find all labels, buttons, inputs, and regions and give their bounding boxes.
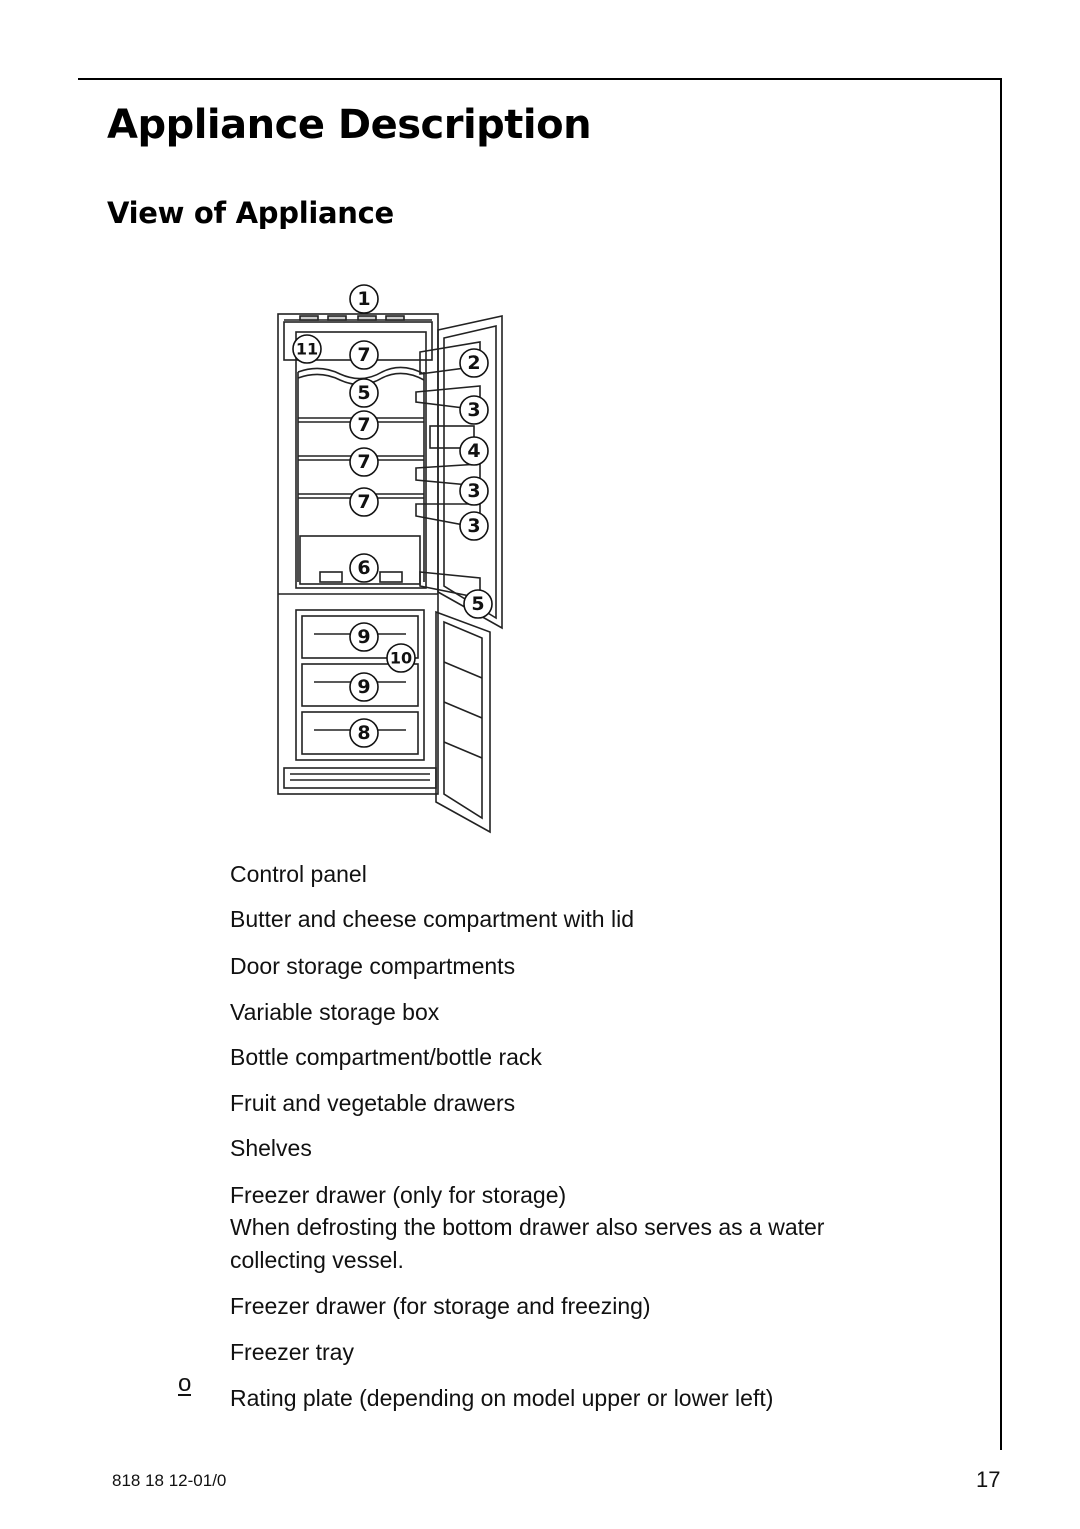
legend-item-note: collecting vessel. bbox=[230, 1247, 404, 1273]
legend-item: Variable storage box bbox=[230, 999, 440, 1025]
callout-3: 3 bbox=[467, 399, 480, 421]
legend-item: Bottle compartment/bottle rack bbox=[230, 1044, 542, 1070]
legend-item: Shelves bbox=[230, 1135, 312, 1161]
legend-item: Control panel bbox=[230, 861, 367, 887]
fridge-freezer-illustration: 1 11 7 2 5 3 7 4 7 3 7 3 6 5 9 10 9 8 bbox=[277, 284, 503, 834]
legend-item: Door storage compartments bbox=[230, 953, 516, 979]
callout-9: 9 bbox=[357, 626, 370, 648]
legend-item: Butter and cheese compartment with lid bbox=[230, 906, 634, 932]
legend-item: Rating plate (depending on model upper o… bbox=[230, 1385, 774, 1411]
page-title: Appliance Description bbox=[107, 102, 592, 148]
top-rule bbox=[78, 78, 1002, 80]
rating-plate-marker: o bbox=[178, 1370, 192, 1397]
callout-1: 1 bbox=[357, 288, 370, 310]
legend-item: Freezer drawer (only for storage) bbox=[230, 1182, 567, 1208]
section-title: View of Appliance bbox=[107, 196, 394, 230]
appliance-diagram: 1 11 7 2 5 3 7 4 7 3 7 3 6 5 9 10 9 8 bbox=[270, 282, 510, 838]
callout-11: 11 bbox=[296, 340, 318, 359]
callout-8: 8 bbox=[357, 722, 370, 744]
callout-3: 3 bbox=[467, 480, 480, 502]
callout-10: 10 bbox=[390, 649, 412, 668]
right-margin-rule bbox=[1000, 78, 1002, 1450]
callout-7: 7 bbox=[357, 344, 370, 366]
callout-2: 2 bbox=[467, 352, 480, 374]
callout-3: 3 bbox=[467, 515, 480, 537]
callout-7: 7 bbox=[357, 451, 370, 473]
callout-7: 7 bbox=[357, 491, 370, 513]
callout-6: 6 bbox=[357, 557, 370, 579]
callout-5: 5 bbox=[471, 593, 484, 615]
page-number: 17 bbox=[976, 1467, 1001, 1492]
legend-item: Freezer tray bbox=[230, 1339, 354, 1365]
legend-item: Freezer drawer (for storage and freezing… bbox=[230, 1293, 651, 1319]
callout-9: 9 bbox=[357, 676, 370, 698]
legend-item: Fruit and vegetable drawers bbox=[230, 1090, 516, 1116]
document-number: 818 18 12-01/0 bbox=[112, 1471, 227, 1490]
callout-4: 4 bbox=[467, 440, 480, 462]
legend-item-note: When defrosting the bottom drawer also s… bbox=[230, 1214, 825, 1240]
callout-5: 5 bbox=[357, 382, 370, 404]
callout-7: 7 bbox=[357, 414, 370, 436]
